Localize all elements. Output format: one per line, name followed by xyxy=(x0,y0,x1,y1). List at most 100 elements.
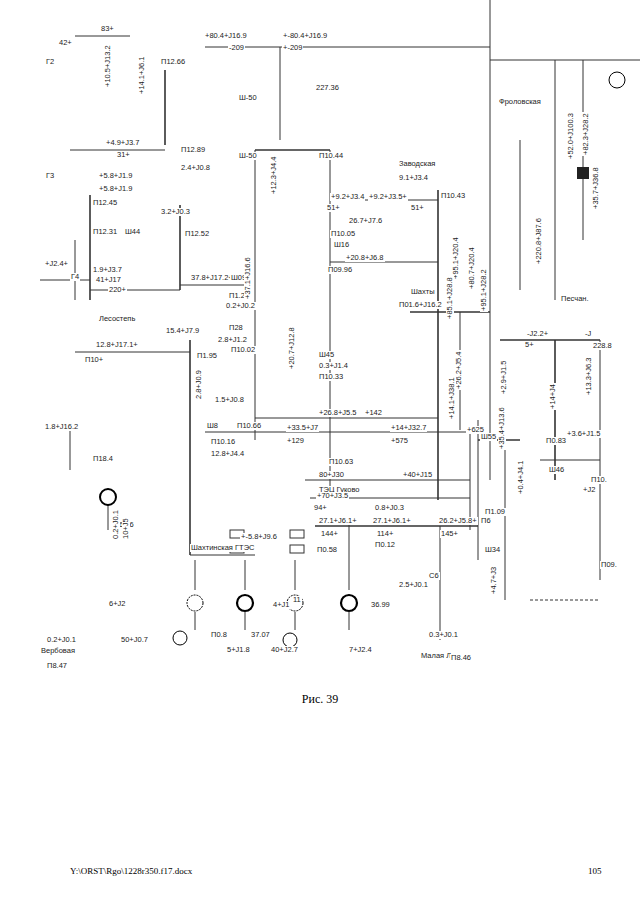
value-label: 2.8+J0.9 xyxy=(195,369,203,400)
page-footer: 105 xyxy=(588,866,602,876)
value-label: П10.33 xyxy=(318,373,344,381)
value-label: П1.09 xyxy=(484,508,506,516)
value-label: +220.8+J87.6 xyxy=(535,217,543,265)
value-label: +37.1+J16.6 xyxy=(244,256,252,300)
value-label: +26.8+J5.5 xyxy=(318,409,358,417)
value-label: П10+ xyxy=(84,356,104,364)
value-label: 0.8+J0.3 xyxy=(374,504,405,512)
value-label: +142 xyxy=(364,409,383,417)
value-label: 1.5+J0.8 xyxy=(214,396,245,404)
value-label: Фроловская xyxy=(498,98,542,106)
value-label: +14+J32.7 xyxy=(390,424,427,432)
page-footer: Y:\ORST\Rgo\1228r350.f17.docx xyxy=(70,866,192,876)
value-label: П12.89 xyxy=(180,146,206,154)
value-label: 7+J2.4 xyxy=(348,646,373,654)
value-label: +35.4+J13.6 xyxy=(498,406,506,450)
value-label: +52.0+J100.3 xyxy=(567,112,575,160)
value-label: +14.1+J38.1 xyxy=(448,376,456,420)
value-label: 1.9+J3.7 xyxy=(92,266,123,274)
value-label: +129 xyxy=(286,437,305,445)
value-label: П0.58 xyxy=(316,546,338,554)
value-label: +-5.8+J9.6 xyxy=(240,533,278,541)
value-label: +0.4+J4.1 xyxy=(517,460,525,495)
value-label: 51+ xyxy=(410,204,425,212)
value-label: +5.8+J1.9 xyxy=(98,185,133,193)
value-label: Ш8 xyxy=(206,422,219,430)
value-label: 0.2+J0.1 xyxy=(46,636,77,644)
value-label: П0.12 xyxy=(374,541,396,549)
value-label: П10.05 xyxy=(330,230,356,238)
value-label: +35.7+J36.8 xyxy=(592,166,600,210)
value-label: +40+J15 xyxy=(402,471,433,479)
value-label: Шахтинская ГТЭС xyxy=(190,544,255,552)
value-label: +12.3+J4.4 xyxy=(270,155,278,195)
value-label: Ш34 xyxy=(484,546,501,554)
value-label: П10.66 xyxy=(236,422,262,430)
value-label: П09.96 xyxy=(327,266,353,274)
figure-caption: Рис. 39 xyxy=(302,692,338,707)
value-label: +10.5+J13.2 xyxy=(104,44,112,88)
value-label: +20.8+J6.8 xyxy=(345,254,385,262)
value-label: 36.99 xyxy=(370,601,391,609)
value-label: Ш-50 xyxy=(238,152,258,160)
value-label: +82.3+J28.2 xyxy=(582,112,590,156)
value-label: +2.9+J1.5 xyxy=(500,360,508,395)
value-label: 0.3+J0.1 xyxy=(428,631,459,639)
value-label: +9.2+J3.4 xyxy=(330,193,365,201)
value-label: Ш44 xyxy=(124,228,141,236)
value-label: +95.1+J28.2 xyxy=(480,268,488,312)
value-label: 41+J17 xyxy=(95,276,122,284)
value-label: П28 xyxy=(228,324,244,332)
value-label: +14.1+J6.1 xyxy=(138,55,146,95)
value-label: +J2.4+ xyxy=(44,260,69,268)
value-label: П0.83 xyxy=(545,437,567,445)
value-label: П10.44 xyxy=(318,152,344,160)
value-label: 12.8+J17.1+ xyxy=(95,341,139,349)
value-label: Лесостепь xyxy=(98,315,136,323)
value-label: 31+ xyxy=(116,151,131,159)
value-label: +575 xyxy=(390,437,409,445)
value-label: 5+J1.8 xyxy=(226,646,251,654)
value-label: 220+ xyxy=(108,286,127,294)
value-label: 145+ xyxy=(440,530,459,538)
value-label: Г4 xyxy=(70,273,80,281)
value-label: +14+J4 xyxy=(549,383,557,410)
value-label: П12.66 xyxy=(160,58,186,66)
value-label: П12.31 xyxy=(92,228,118,236)
value-label: Ш16 xyxy=(333,241,350,249)
value-label: 12.8+J4.4 xyxy=(210,450,245,458)
value-label: С6 xyxy=(428,572,440,580)
value-label: +-209 xyxy=(282,44,303,52)
value-label: +9.2+J3.5+ xyxy=(368,193,408,201)
value-label: +80.4+J16.9 xyxy=(204,32,248,40)
value-label: 37.07 xyxy=(250,631,271,639)
value-label: 9.1+J3.4 xyxy=(398,174,429,182)
value-label: 40+J2.7 xyxy=(270,646,299,654)
value-label: П12.52 xyxy=(184,230,210,238)
value-label: Ш45 xyxy=(318,351,335,359)
value-label: 2.4+J0.8 xyxy=(180,164,211,172)
value-label: Ш46 xyxy=(548,466,565,474)
value-label: П10. xyxy=(590,476,608,484)
value-label: -J2.2+ xyxy=(526,330,549,338)
value-label: П12.45 xyxy=(92,199,118,207)
value-label: +26.2+J5.4 xyxy=(455,350,463,390)
value-label: 94+ xyxy=(313,504,328,512)
value-label: Г2 xyxy=(45,58,55,66)
value-label: 27.1+J6.1+ xyxy=(372,517,412,525)
value-label: 26.7+J7.6 xyxy=(348,217,383,225)
value-label: +4.7+J3 xyxy=(490,566,498,595)
value-label: 114+ xyxy=(376,530,394,538)
value-label: Г3 xyxy=(45,172,55,180)
value-label: П10.02 xyxy=(230,346,256,354)
value-label: 11 xyxy=(292,596,302,604)
value-label: П09. xyxy=(600,561,618,569)
value-label: +20.7+J12.8 xyxy=(288,326,296,370)
value-label: +5.8+J1.9 xyxy=(98,172,133,180)
value-label: +80.7+J20.4 xyxy=(468,246,476,290)
value-label: П10.43 xyxy=(440,192,466,200)
value-label: П6 xyxy=(480,517,492,525)
value-label: +95.1+J20.4 xyxy=(452,236,460,280)
value-label: +3.6+J1.5 xyxy=(566,430,601,438)
value-label: Ш-50 xyxy=(238,94,258,102)
